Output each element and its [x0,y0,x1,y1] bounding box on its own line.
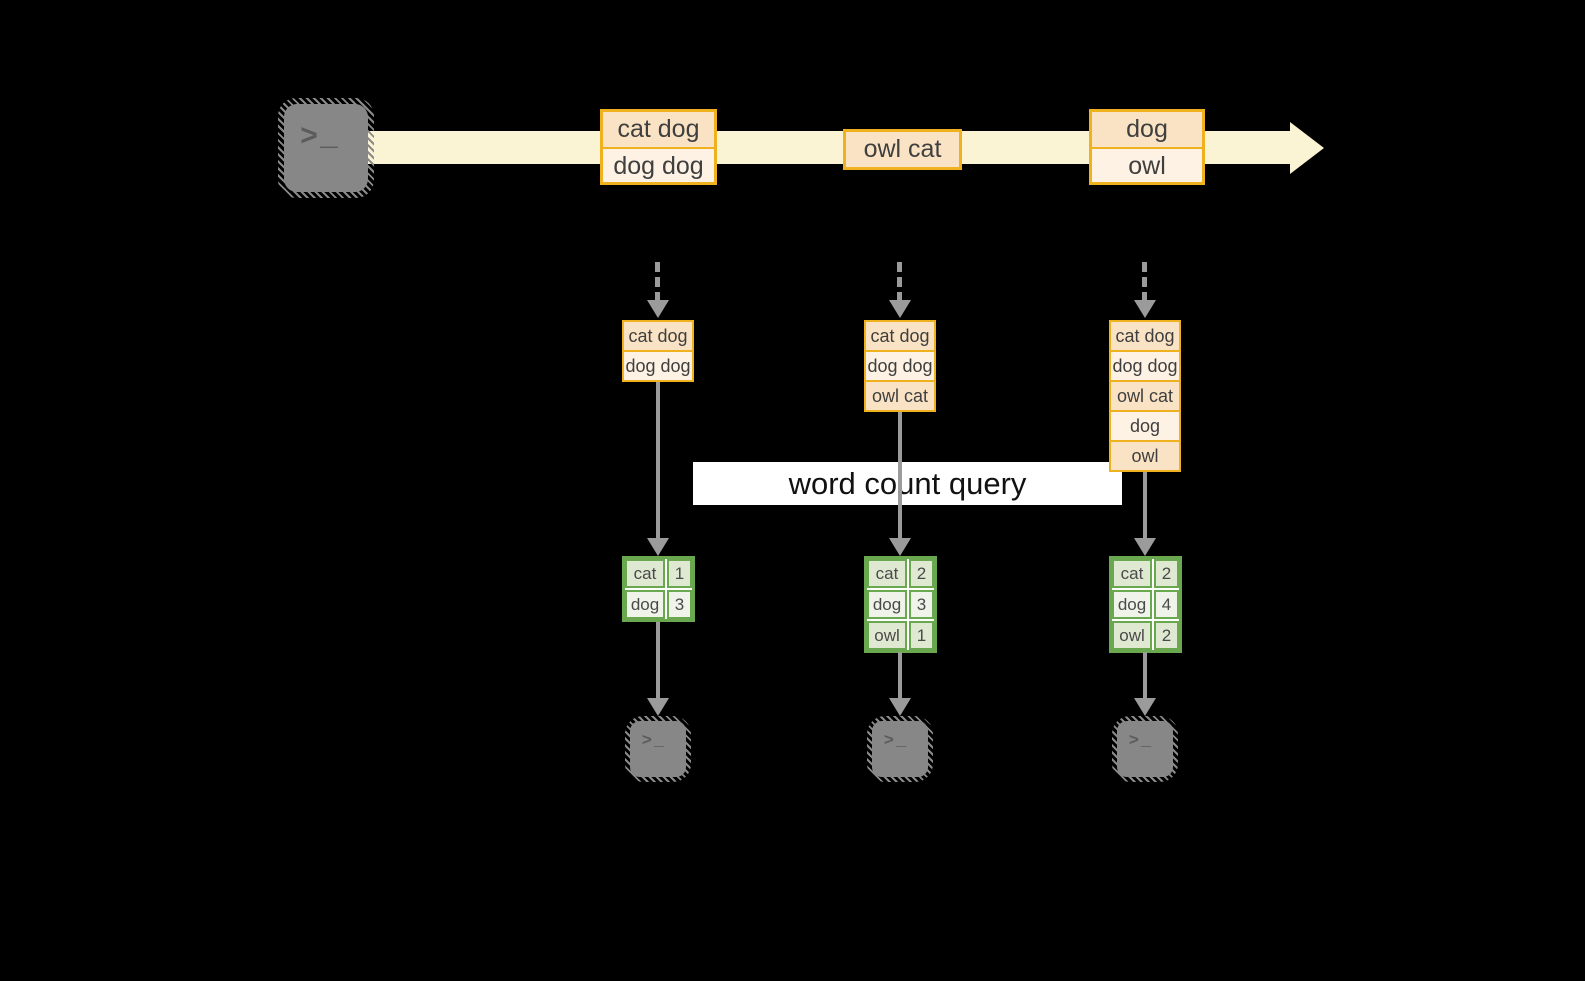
dashed-arrowhead-icon [647,300,669,318]
dashed-arrowhead-icon [1134,300,1156,318]
count-cell: 2 [1154,621,1179,650]
word-cell: cat [867,559,907,588]
arrowhead-icon [889,698,911,716]
arrow-line [898,652,902,698]
buffer-stack-2: cat dog dog dog owl cat [864,320,936,412]
arrow-line [656,622,660,698]
word-cell: dog [1112,590,1152,619]
buffer-item: owl cat [1109,380,1181,412]
word-cell: dog [867,590,907,619]
prompt-icon: >_ [883,731,909,751]
dashed-arrow-line [897,262,902,302]
buffer-item: owl [1109,440,1181,472]
arrow-line [1143,472,1147,538]
event-line: dog dog [603,147,714,182]
arrowhead-icon [889,538,911,556]
count-cell: 3 [909,590,934,619]
buffer-item: dog dog [622,350,694,382]
word-cell: dog [625,590,665,619]
buffer-stack-3: cat dog dog dog owl cat dog owl [1109,320,1181,472]
count-cell: 2 [1154,559,1179,588]
buffer-item: cat dog [1109,320,1181,352]
terminal-screen: >_ [1117,721,1173,777]
event-line: owl [1092,147,1202,182]
event-line: owl cat [846,132,959,167]
terminal-screen: >_ [284,104,368,192]
buffer-item: dog dog [1109,350,1181,382]
terminal-screen: >_ [872,721,928,777]
word-cell: cat [625,559,665,588]
query-label-band: word count query [693,462,1122,505]
event-line: cat dog [603,112,714,147]
terminal-screen: >_ [630,721,686,777]
dashed-arrow-line [655,262,660,302]
count-cell: 3 [667,590,692,619]
dashed-arrowhead-icon [889,300,911,318]
count-cell: 1 [909,621,934,650]
timeline-arrowhead-icon [1290,122,1324,174]
prompt-icon: >_ [641,731,667,751]
sink-terminal-icon: >_ [625,716,691,782]
timeline-event-1: cat dog dog dog [600,109,717,185]
arrow-line [656,382,660,538]
arrow-line [1143,652,1147,698]
count-cell: 1 [667,559,692,588]
count-table-3: cat 2 dog 4 owl 2 [1109,556,1182,653]
arrowhead-icon [1134,538,1156,556]
arrowhead-icon [1134,698,1156,716]
prompt-icon: >_ [1128,731,1154,751]
arrowhead-icon [647,538,669,556]
buffer-item: dog dog [864,350,936,382]
word-cell: owl [1112,621,1152,650]
source-terminal-icon: >_ [278,98,374,198]
timeline-event-2: owl cat [843,129,962,170]
word-cell: cat [1112,559,1152,588]
dashed-arrow-line [1142,262,1147,302]
buffer-item: owl cat [864,380,936,412]
buffer-item: dog [1109,410,1181,442]
word-cell: owl [867,621,907,650]
count-cell: 2 [909,559,934,588]
buffer-item: cat dog [864,320,936,352]
count-table-1: cat 1 dog 3 [622,556,695,622]
buffer-stack-1: cat dog dog dog [622,320,694,382]
prompt-icon: >_ [299,121,340,155]
event-line: dog [1092,112,1202,147]
count-cell: 4 [1154,590,1179,619]
count-table-2: cat 2 dog 3 owl 1 [864,556,937,653]
sink-terminal-icon: >_ [1112,716,1178,782]
timeline-event-3: dog owl [1089,109,1205,185]
sink-terminal-icon: >_ [867,716,933,782]
arrowhead-icon [647,698,669,716]
arrow-line [898,412,902,538]
buffer-item: cat dog [622,320,694,352]
query-label: word count query [788,465,1027,501]
